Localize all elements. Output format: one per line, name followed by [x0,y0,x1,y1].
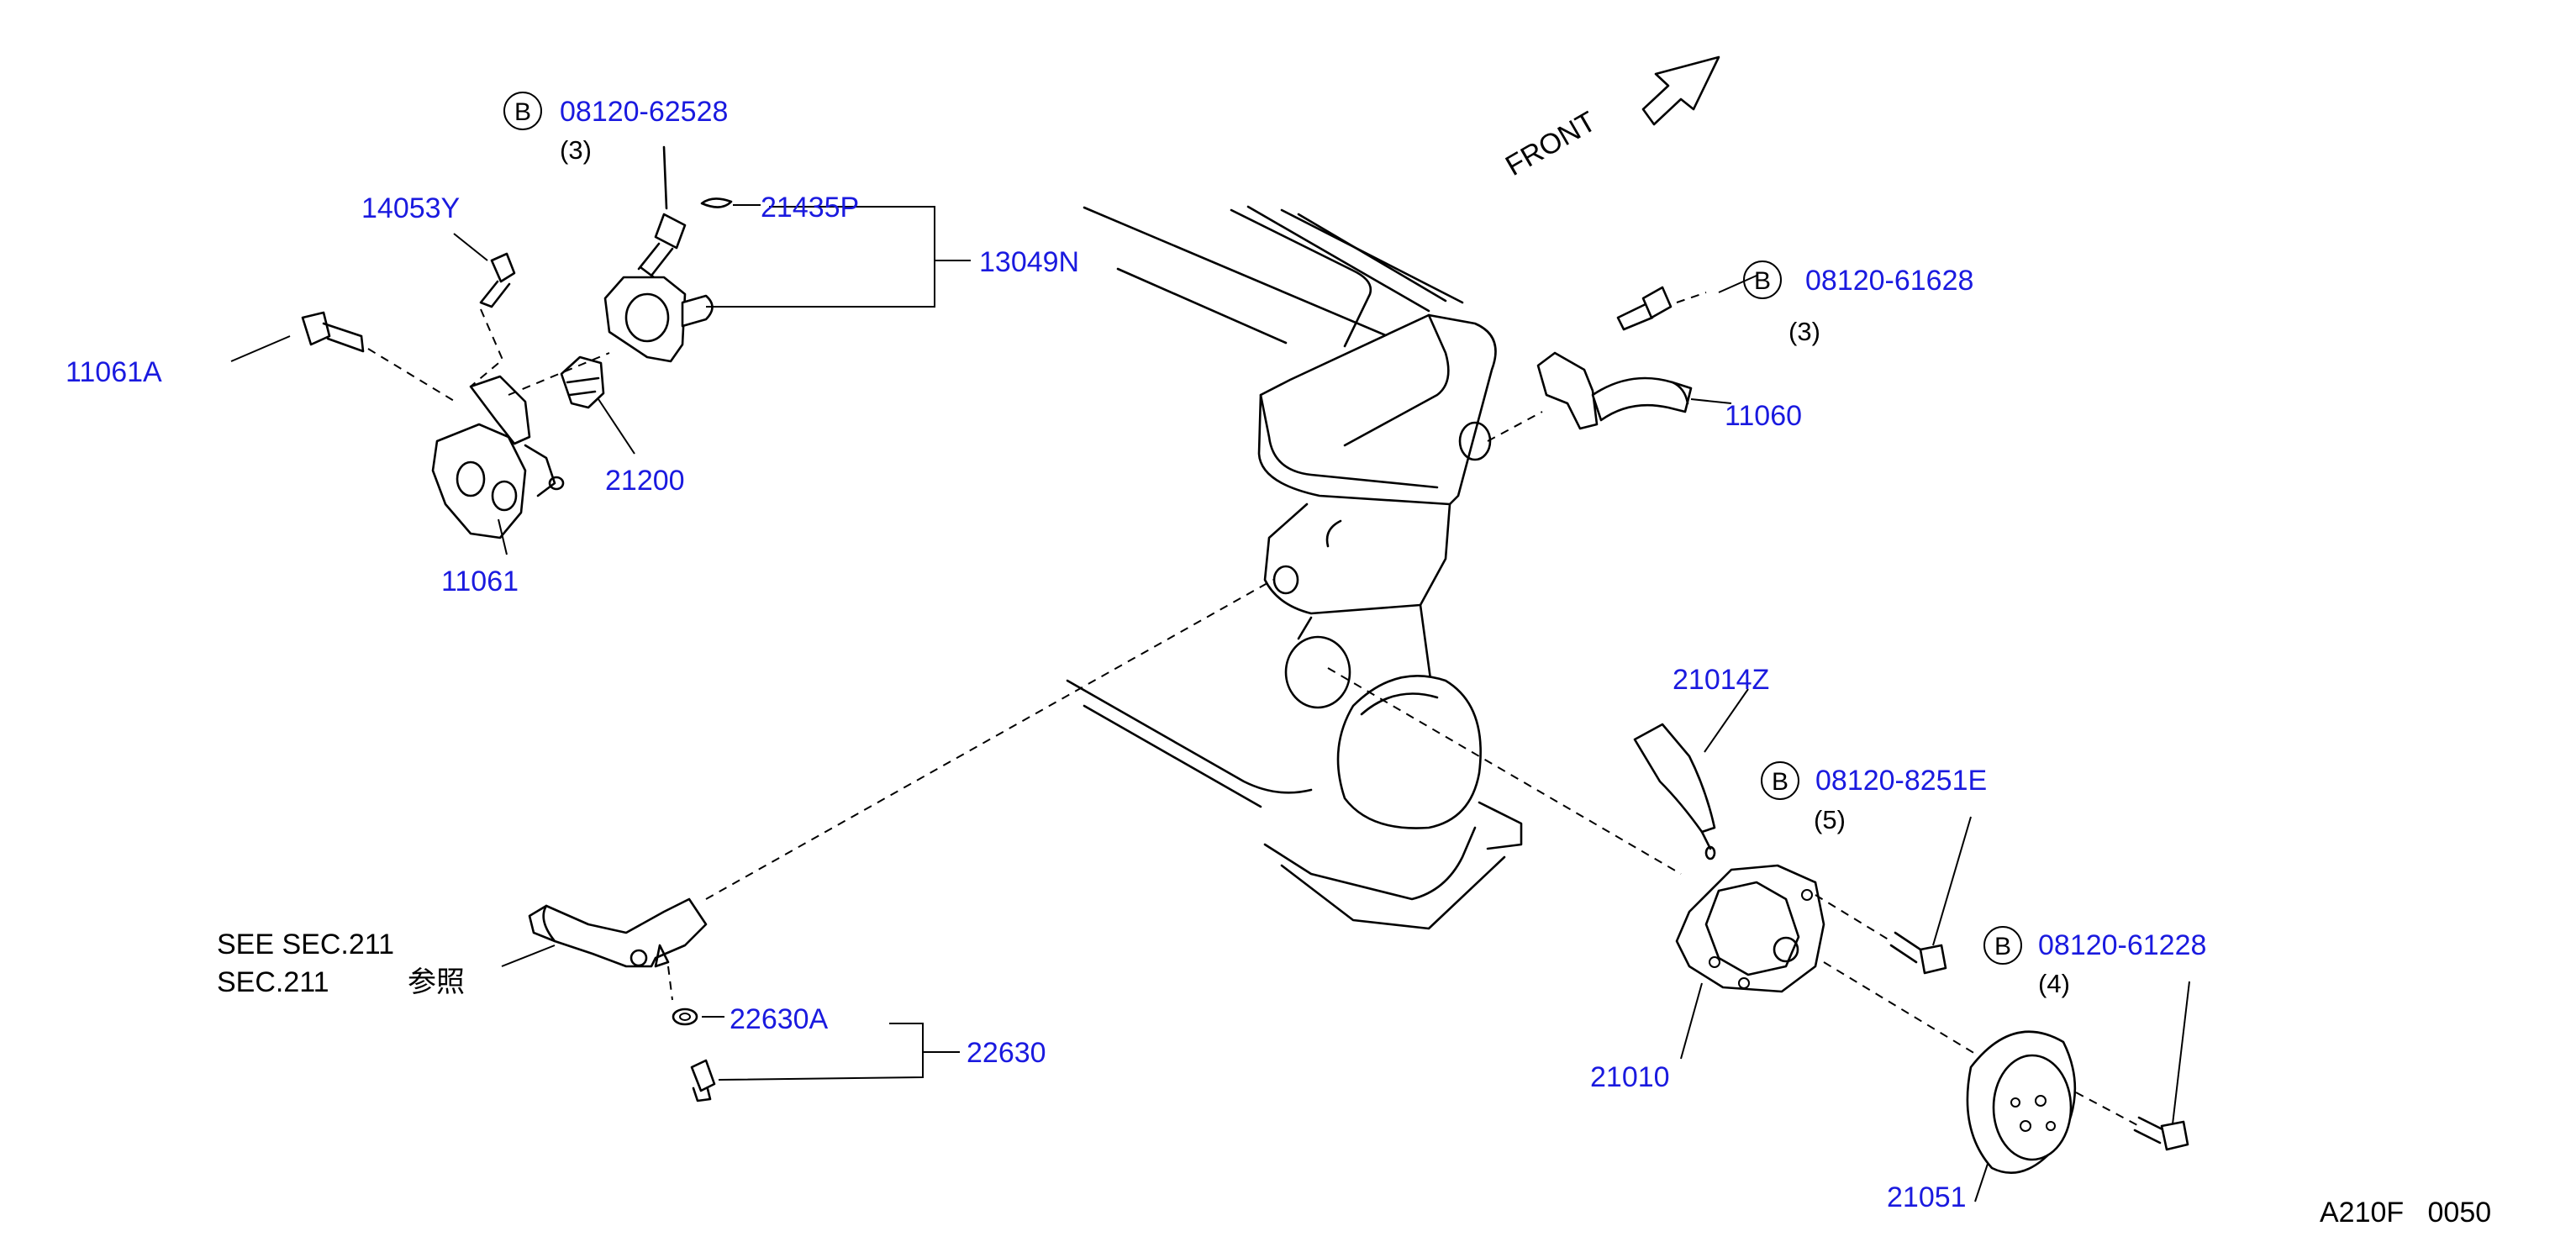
part-label-21010[interactable]: 21010 [1590,1061,1670,1093]
water-pump-parts-drawing [1327,667,2190,1202]
svg-text:B: B [514,98,531,126]
water-outlet-parts-drawing [230,145,971,555]
bolt-marker-icon: B [1743,260,1782,299]
front-arrow-icon [1641,55,1720,126]
part-label-21014z[interactable]: 21014Z [1673,664,1769,696]
part-label-22630[interactable]: 22630 [967,1037,1046,1069]
svg-text:B: B [1754,267,1771,295]
part-label-22630a[interactable]: 22630A [730,1003,829,1035]
water-inlet-parts-drawing [501,579,1274,1102]
part-label-11061a[interactable]: 11061A [66,356,162,388]
part-label-08120-61628[interactable]: 08120-61628 [1805,265,1973,297]
part-label-08120-61228[interactable]: 08120-61228 [2038,929,2206,961]
quantity-label: (3) [560,135,592,165]
quantity-label: (3) [1788,317,1820,346]
bolt-marker-icon: B [1983,926,2022,965]
part-label-11060[interactable]: 11060 [1725,400,1802,432]
svg-text:B: B [1994,933,2011,960]
bolt-marker-icon: B [503,92,542,130]
part-label-08120-8251e[interactable]: 08120-8251E [1815,765,1987,797]
see-section-reference: SEE SEC.211 [217,929,394,960]
engine-block-drawing [1066,205,1523,930]
part-label-14053y[interactable]: 14053Y [361,192,460,224]
part-label-21435p[interactable]: 21435P [761,192,859,224]
part-label-21051[interactable]: 21051 [1887,1181,1967,1213]
figure-code: A210F 0050 [2320,1197,2491,1229]
see-section-reference-jp: 参照 [408,966,465,998]
part-label-21200[interactable]: 21200 [605,465,685,497]
part-label-11061[interactable]: 11061 [441,566,519,597]
part-label-13049n[interactable]: 13049N [979,246,1079,278]
bolt-marker-icon: B [1761,761,1799,800]
front-label: FRONT [1500,105,1601,182]
svg-text:B: B [1772,768,1788,796]
quantity-label: (5) [1814,805,1846,834]
water-pipe-11060-drawing [1487,275,1757,442]
see-section-reference-2: SEC.211 [217,966,329,998]
quantity-label: (4) [2038,969,2070,998]
part-label-08120-62528[interactable]: 08120-62528 [560,96,728,128]
